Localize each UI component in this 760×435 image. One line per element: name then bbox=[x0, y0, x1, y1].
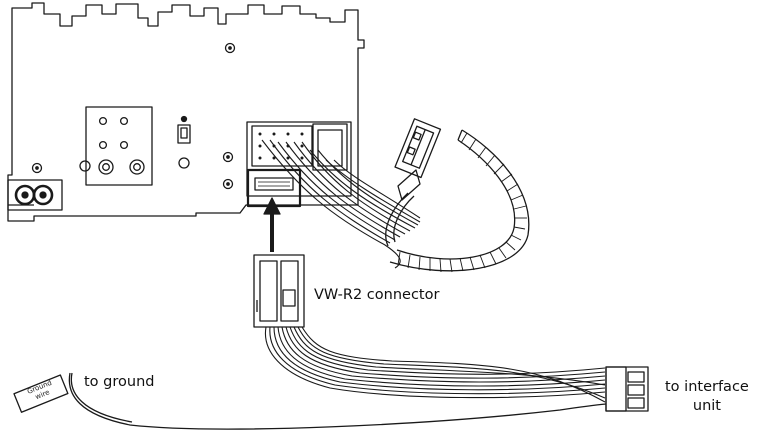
fuse-icon bbox=[177, 115, 191, 169]
upper-branch-cable bbox=[385, 169, 421, 247]
screw-icon bbox=[222, 178, 234, 190]
connector-label: VW-R2 connector bbox=[314, 287, 440, 303]
ground-wire-tag bbox=[13, 374, 69, 413]
interface-label: to interface unit bbox=[665, 378, 749, 416]
vw-r2-connector bbox=[253, 254, 305, 328]
screw-icon bbox=[31, 162, 43, 174]
cable-loom bbox=[389, 129, 530, 273]
ground-wire bbox=[68, 372, 607, 430]
interface-label-line-1: to interface bbox=[665, 379, 749, 395]
screw-icon bbox=[224, 42, 236, 54]
screw-icon bbox=[222, 151, 234, 163]
upper-plug bbox=[394, 118, 442, 179]
ground-label: to ground bbox=[84, 374, 155, 390]
loom-ribs bbox=[397, 132, 527, 273]
harness-from-radio bbox=[261, 139, 421, 269]
head-unit bbox=[7, 2, 365, 222]
interface-label-line-2: unit bbox=[692, 398, 721, 414]
jack-icon bbox=[79, 160, 91, 172]
rca-output-panel bbox=[85, 106, 153, 186]
insertion-arrow bbox=[263, 197, 281, 252]
connector-harness bbox=[264, 326, 606, 403]
iso-connector-block bbox=[246, 121, 352, 208]
antenna-connector bbox=[7, 179, 63, 211]
interface-plug bbox=[605, 366, 649, 412]
pin-grid bbox=[258, 132, 304, 160]
